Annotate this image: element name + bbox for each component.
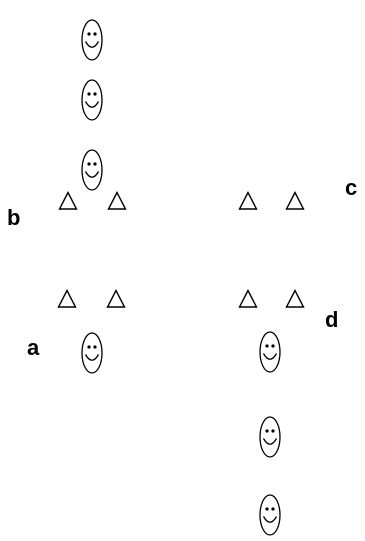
smiley-face-icon [81, 332, 103, 374]
label-c: c [345, 175, 357, 200]
triangle-outline-icon [57, 289, 77, 308]
triangle-outline-icon [238, 289, 258, 308]
group-d: d [238, 289, 338, 536]
smiley-face-icon [259, 331, 281, 373]
smiley-face-icon [81, 149, 103, 191]
group-b: b [7, 19, 127, 230]
label-d: d [325, 307, 338, 332]
triangle-outline-icon [58, 191, 78, 210]
label-b: b [7, 205, 20, 230]
triangle-outline-icon [106, 289, 126, 308]
smiley-face-icon [259, 494, 281, 536]
label-a: a [27, 335, 40, 360]
smiley-face-icon [259, 416, 281, 458]
group-c: c [238, 175, 357, 210]
smiley-face-icon [81, 79, 103, 121]
smiley-face-icon [81, 19, 103, 61]
triangle-outline-icon [285, 289, 305, 308]
triangle-outline-icon [238, 191, 258, 210]
group-a: a [27, 289, 126, 374]
triangle-outline-icon [107, 191, 127, 210]
triangle-outline-icon [285, 191, 305, 210]
